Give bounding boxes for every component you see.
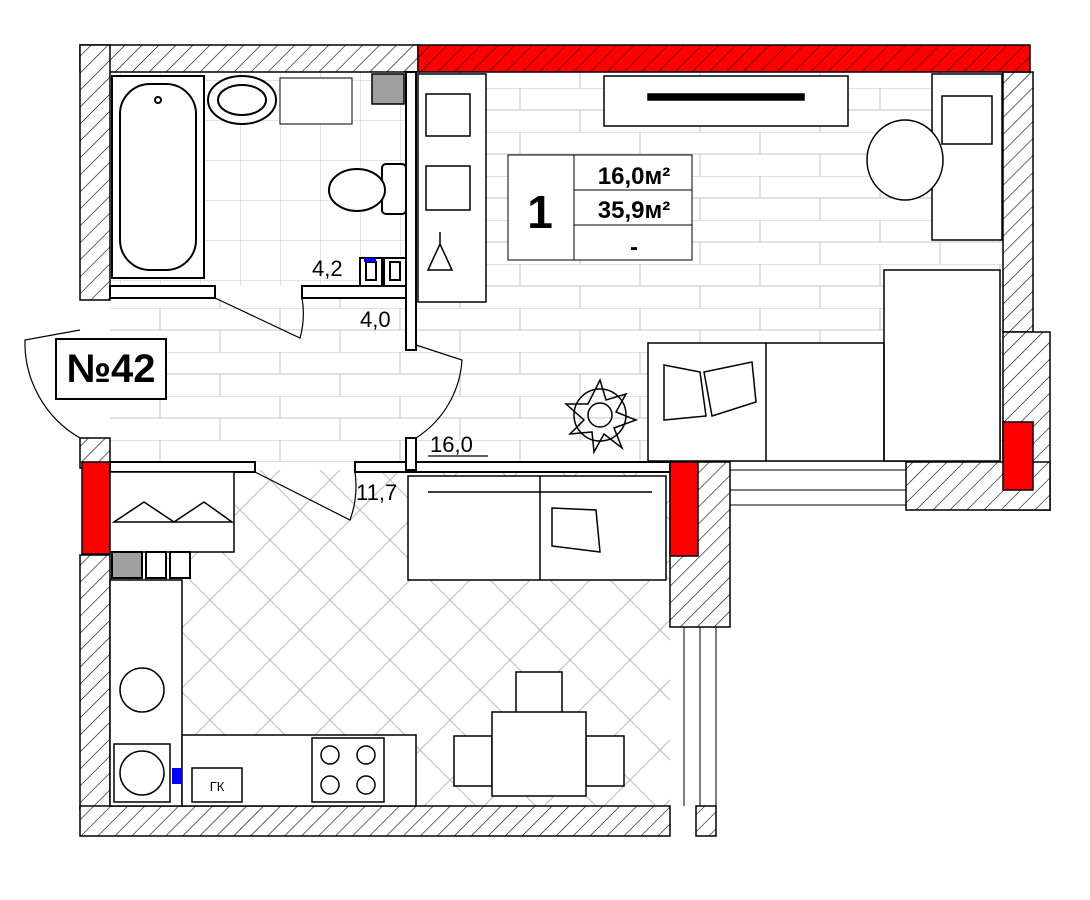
wardrobe-living: [417, 73, 487, 303]
gas-boiler-label: ГК: [210, 779, 225, 794]
toilet: [328, 163, 407, 215]
apartment-number: №42: [55, 338, 167, 400]
total-area: 35,9м²: [598, 197, 670, 224]
hallway-area-label: 4,0: [360, 307, 391, 332]
washbasin: [207, 75, 277, 125]
kitchen-counter: [109, 579, 417, 807]
doors: [24, 297, 463, 521]
desk: [866, 73, 1003, 241]
windows: [683, 469, 906, 806]
plant: [564, 377, 639, 455]
shelf: [279, 77, 353, 125]
tv-stand: [603, 75, 849, 127]
corner-sofa: [647, 269, 1001, 462]
kitchen-sockets: [111, 551, 191, 784]
rooms-count: 1: [527, 186, 553, 238]
wardrobe-hall: [109, 471, 235, 553]
partitions: [109, 71, 671, 473]
accent-walls: [81, 44, 1034, 557]
living-area: 16,0м²: [598, 163, 670, 190]
vent-shaft: [371, 73, 405, 105]
bathroom-sockets: [359, 257, 407, 287]
living-room-area-label: 16,0: [430, 432, 473, 457]
extra-area: -: [630, 234, 638, 261]
bathtub: [111, 75, 205, 279]
bathroom-area-label: 4,2: [312, 256, 343, 281]
dining-table: [453, 671, 625, 797]
kitchen-sofa: [407, 475, 667, 581]
room-summary-table: [507, 154, 693, 261]
kitchen-area-label: 11,7: [356, 480, 397, 505]
